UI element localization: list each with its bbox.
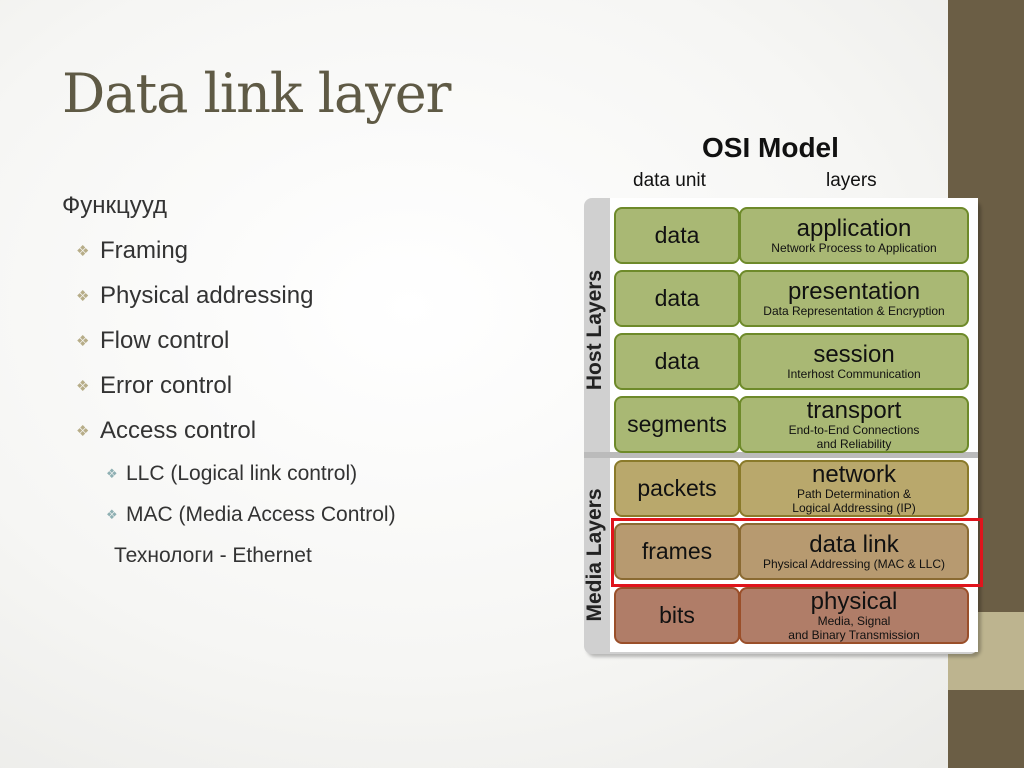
bullet-text: Physical addressing [100, 282, 314, 309]
osi-data-unit-cell: bits [614, 587, 740, 644]
osi-data-unit-cell: packets [614, 460, 740, 517]
osi-data-unit-cell: data [614, 270, 740, 327]
bullet-item: ❖ Error control [62, 366, 396, 411]
bullet-item: ❖ Flow control [62, 321, 396, 366]
layer-name: presentation [787, 277, 921, 305]
group-label-media: Media Layers [583, 488, 606, 622]
slide-title: Data link layer [62, 62, 451, 125]
sub-bullet-item: ❖ LLC (Logical link control) [62, 456, 396, 497]
bullet-text: Error control [100, 372, 233, 399]
osi-data-unit-cell: segments [614, 396, 740, 453]
layer-description: Physical Addressing (MAC & LLC) [762, 556, 946, 571]
diamond-bullet-icon: ❖ [76, 243, 90, 260]
data-unit-label: data [654, 348, 700, 374]
diamond-bullet-icon: ❖ [76, 333, 90, 350]
diamond-bullet-icon: ❖ [76, 423, 90, 440]
layer-name: transport [806, 396, 902, 424]
bullet-item: ❖ Physical addressing [62, 276, 396, 321]
layer-name: network [811, 460, 897, 488]
bullet-text: Access control [100, 417, 257, 444]
data-unit-label: frames [641, 538, 713, 564]
layer-description: Interhost Communication [787, 366, 921, 381]
group-label-host: Host Layers [583, 269, 606, 391]
bullet-text: Framing [100, 237, 189, 264]
layer-description: and Reliability [816, 436, 892, 451]
osi-data-unit-cell: data [614, 207, 740, 264]
data-unit-label: data [654, 222, 700, 248]
layer-description: Path Determination & [796, 486, 912, 501]
osi-data-unit-cell: frames [614, 523, 740, 580]
data-unit-label: data [654, 285, 700, 311]
data-unit-label: bits [659, 602, 695, 628]
layer-description: and Binary Transmission [788, 627, 920, 642]
layer-description: Logical Addressing (IP) [792, 500, 916, 515]
group-separator [584, 452, 978, 458]
osi-title: OSI Model [702, 132, 839, 163]
layer-name: session [813, 340, 895, 368]
layer-description: End-to-End Connections [788, 422, 920, 437]
layer-description: Network Process to Application [771, 240, 937, 255]
bullet-item: ❖ Framing [62, 231, 396, 276]
diamond-bullet-icon: ❖ [106, 466, 118, 481]
osi-data-unit-cell: data [614, 333, 740, 390]
bullet-list: Функцууд ❖ Framing ❖ Physical addressing ❖… [62, 186, 396, 579]
bullet-text: Flow control [100, 327, 230, 354]
data-unit-label: packets [637, 475, 717, 501]
data-unit-label: segments [627, 411, 727, 437]
layer-name: application [796, 214, 912, 242]
bullet-heading: Функцууд [62, 192, 167, 219]
layer-name: data link [809, 530, 899, 558]
sub-bullet-item: ❖ MAC (Media Access Control) [62, 497, 396, 538]
layer-description: Data Representation & Encryption [763, 303, 945, 318]
technology-note: Технологи - Ethernet [114, 544, 312, 567]
bullet-item: ❖ Access control [62, 411, 396, 456]
layer-description: Media, Signal [817, 613, 891, 628]
diamond-bullet-icon: ❖ [76, 288, 90, 305]
data-link-highlight [611, 518, 983, 587]
bullet-text: MAC (Media Access Control) [126, 503, 396, 526]
bullet-text: LLC (Logical link control) [126, 462, 358, 485]
column-header-layers: layers [826, 170, 877, 191]
diamond-bullet-icon: ❖ [106, 507, 118, 522]
layer-name: physical [810, 587, 898, 615]
diamond-bullet-icon: ❖ [76, 378, 90, 395]
column-header-data-unit: data unit [633, 170, 706, 191]
